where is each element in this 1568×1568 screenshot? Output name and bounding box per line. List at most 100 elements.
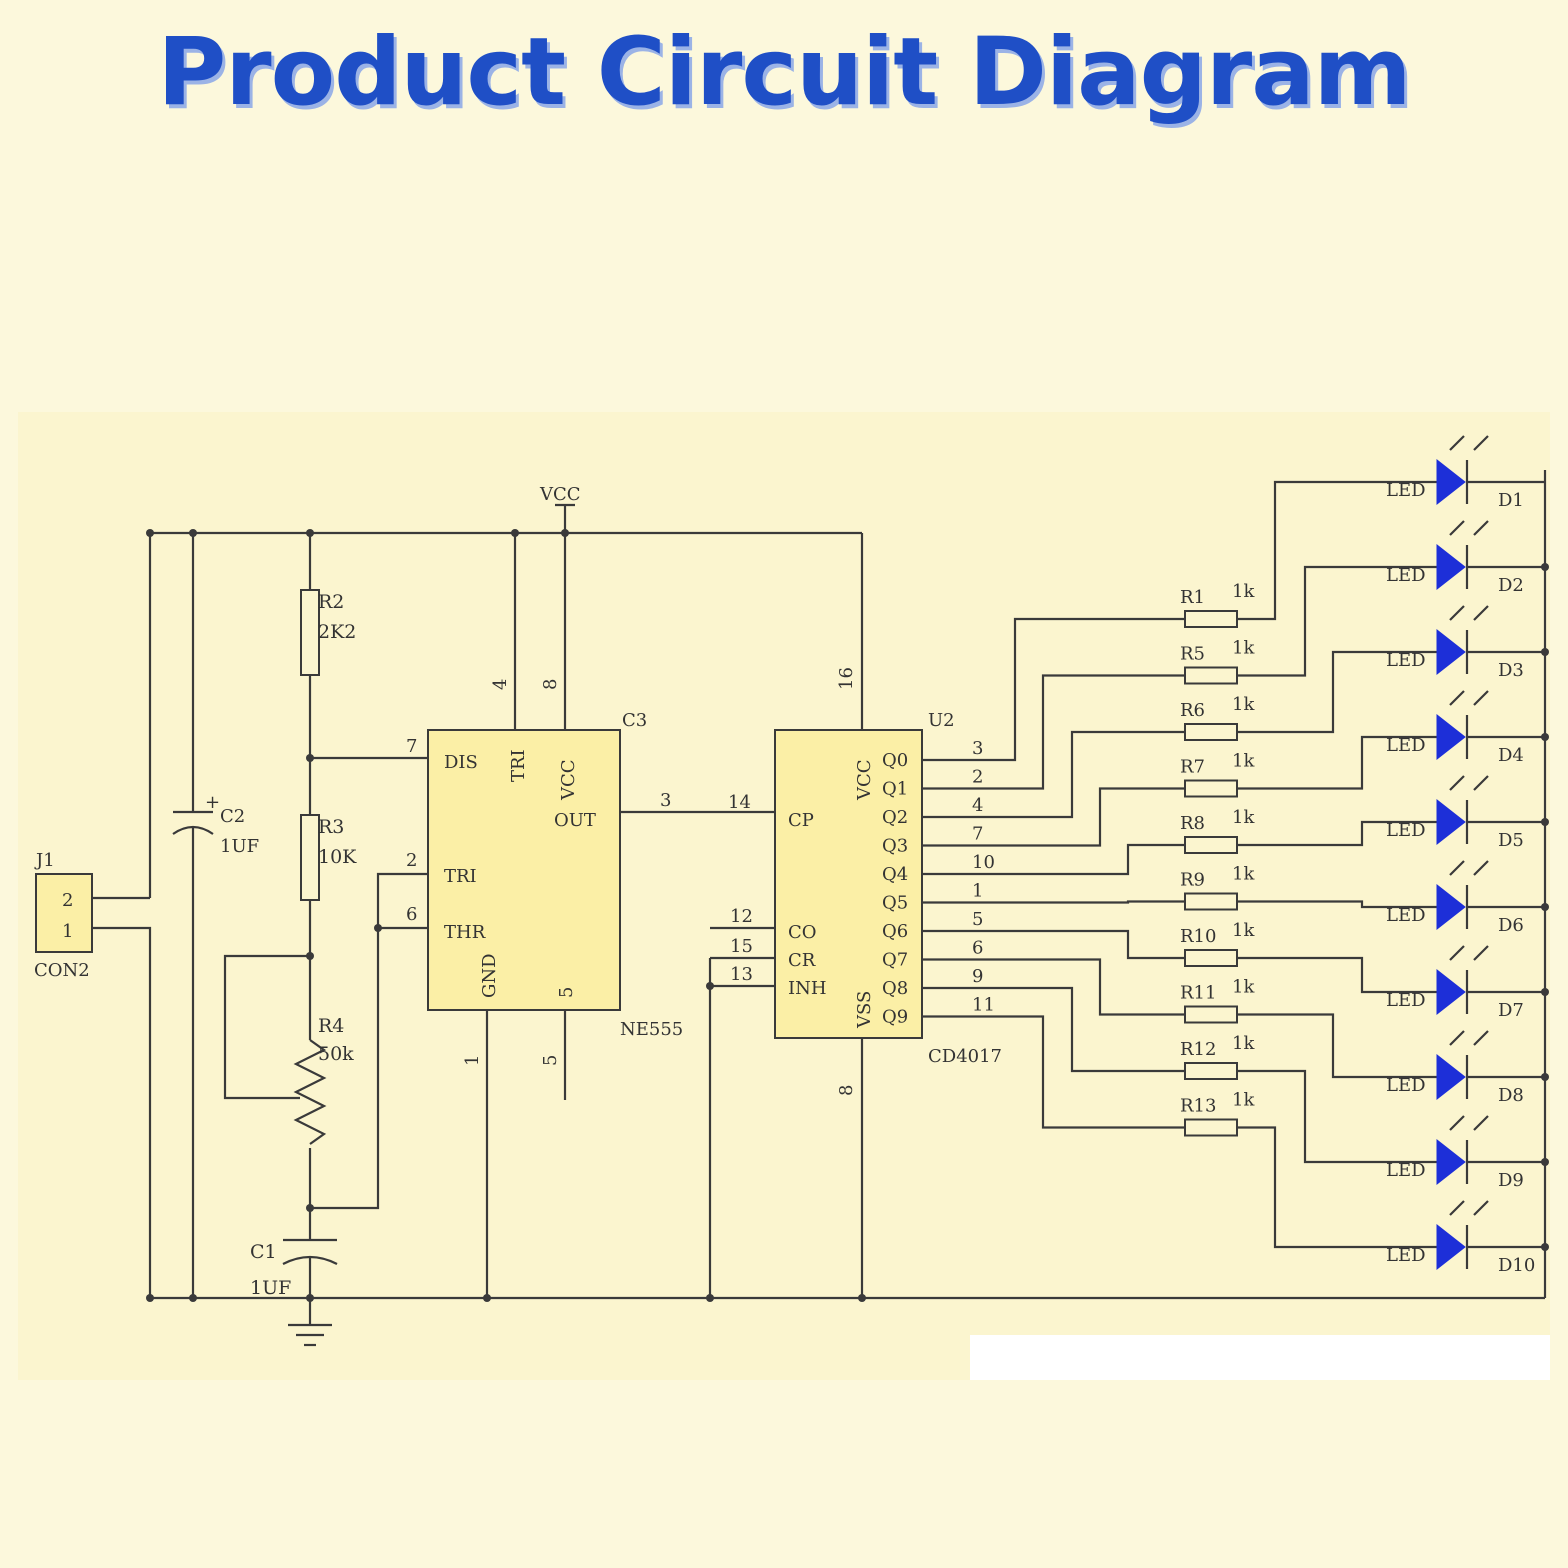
junction-led-5 — [1541, 903, 1549, 911]
pin-8b: 8 — [836, 1085, 857, 1096]
output-wire-9 — [922, 1015, 1185, 1129]
cd4017-label: CD4017 — [928, 1046, 1002, 1067]
led-name-9: D10 — [1498, 1255, 1535, 1276]
pin-3: 3 — [660, 790, 671, 811]
resistor-label-9: R13 — [1180, 1096, 1216, 1117]
output-wire-3 — [922, 787, 1185, 847]
led-wire-1 — [1237, 565, 1437, 677]
led-name-2: D3 — [1498, 660, 1524, 681]
resistor-r12 — [1184, 1062, 1238, 1080]
q-pin-9: 11 — [972, 995, 995, 1016]
output-wire-6 — [922, 929, 1185, 960]
junction-dots — [146, 529, 1549, 1302]
vcc-label: VCC — [539, 484, 581, 505]
junction-6 — [306, 952, 314, 960]
junction-15 — [706, 982, 714, 990]
r4-label: R4 — [318, 1015, 344, 1037]
out-label: OUT — [554, 810, 596, 831]
con2-label: CON2 — [34, 960, 90, 981]
pin-6: 6 — [406, 904, 417, 925]
led-d9 — [1436, 1138, 1466, 1186]
diagram-title: Product Circuit Diagram — [157, 18, 1411, 127]
junction-led-7 — [1541, 1073, 1549, 1081]
pin-2: 2 — [406, 850, 417, 871]
led-name-0: D1 — [1498, 490, 1524, 511]
q-pin-4: 10 — [972, 852, 995, 873]
resistor-label-7: R11 — [1180, 983, 1216, 1004]
led-wire-5 — [1237, 900, 1437, 909]
led-name-6: D7 — [1498, 1000, 1524, 1021]
led-arrows-4 — [1449, 775, 1489, 791]
led-name-4: D5 — [1498, 830, 1524, 851]
u2-vcc-label: VCC — [854, 759, 875, 801]
q-pin-3: 7 — [972, 824, 983, 845]
junction-13 — [706, 1294, 714, 1302]
resistor-label-1: R5 — [1180, 644, 1205, 665]
junction-10 — [189, 1294, 197, 1302]
junction-led-6 — [1541, 988, 1549, 996]
con-pin1: 1 — [62, 921, 73, 942]
resistor-value-5: 1k — [1232, 864, 1255, 885]
q-name-9: Q9 — [882, 1007, 908, 1028]
junction-11 — [306, 1294, 314, 1302]
led-arrows-9 — [1449, 1200, 1489, 1216]
q-name-2: Q2 — [882, 807, 908, 828]
q-pin-6: 5 — [972, 909, 983, 930]
junction-3 — [511, 529, 519, 537]
junction-led-2 — [1541, 648, 1549, 656]
output-wire-2 — [922, 730, 1185, 819]
output-wire-4 — [922, 843, 1185, 876]
r3-value: 10K — [318, 846, 357, 868]
resistor-label-0: R1 — [1180, 587, 1205, 608]
led-name-3: D4 — [1498, 745, 1524, 766]
pin-13: 13 — [730, 964, 753, 985]
led-wire-8 — [1237, 1069, 1437, 1164]
led-label-0: LED — [1386, 480, 1426, 501]
resistor-r13 — [1184, 1118, 1238, 1137]
resistor-r8 — [1184, 836, 1238, 854]
q-pin-0: 3 — [972, 738, 983, 759]
pin-1: 1 — [462, 1055, 483, 1066]
vss-label: VSS — [854, 991, 875, 1029]
dis-label: DIS — [444, 752, 478, 773]
pin-14: 14 — [728, 792, 751, 813]
pin-8: 8 — [540, 679, 561, 690]
resistor-value-6: 1k — [1232, 920, 1255, 941]
junction-9 — [146, 1294, 154, 1302]
led-label-3: LED — [1386, 735, 1426, 756]
resistor-r11 — [1184, 1005, 1238, 1024]
resistor-value-0: 1k — [1232, 581, 1255, 602]
junction-led-3 — [1541, 733, 1549, 741]
thr-label: THR — [444, 922, 486, 943]
pin-12: 12 — [730, 906, 753, 927]
led-d1 — [1436, 458, 1466, 506]
led-d3 — [1436, 628, 1466, 676]
vcc-pin-label: VCC — [558, 759, 579, 801]
resistor-label-6: R10 — [1180, 926, 1216, 947]
led-label-9: LED — [1386, 1245, 1426, 1266]
led-arrows-3 — [1449, 690, 1489, 706]
q-name-3: Q3 — [882, 836, 908, 857]
junction-14 — [858, 1294, 866, 1302]
led-label-1: LED — [1386, 565, 1426, 586]
led-arrows-6 — [1449, 945, 1489, 961]
resistor-value-7: 1k — [1232, 977, 1255, 998]
output-wire-7 — [922, 958, 1185, 1016]
led-d5 — [1436, 798, 1466, 846]
c2-label: C2 — [220, 806, 245, 827]
pin-16: 16 — [836, 667, 857, 690]
capacitor-c1: C1 1UF — [250, 1238, 338, 1347]
q-name-0: Q0 — [882, 750, 908, 771]
ic-ne555: C3 NE555 DIS TRI THR OUT GND VCC TRI 7 2… — [406, 679, 775, 1298]
q-pin-8: 9 — [972, 966, 983, 987]
tri-top-label: TRI — [508, 749, 529, 782]
resistor-value-1: 1k — [1232, 638, 1255, 659]
q-name-1: Q1 — [882, 779, 908, 800]
resistor-label-3: R7 — [1180, 757, 1205, 778]
led-wire-6 — [1237, 956, 1437, 994]
pin-4: 4 — [490, 679, 511, 690]
junction-led-4 — [1541, 818, 1549, 826]
resistor-r5 — [1184, 666, 1238, 685]
j1-label: J1 — [34, 850, 55, 871]
c1-value: 1UF — [250, 1277, 291, 1299]
